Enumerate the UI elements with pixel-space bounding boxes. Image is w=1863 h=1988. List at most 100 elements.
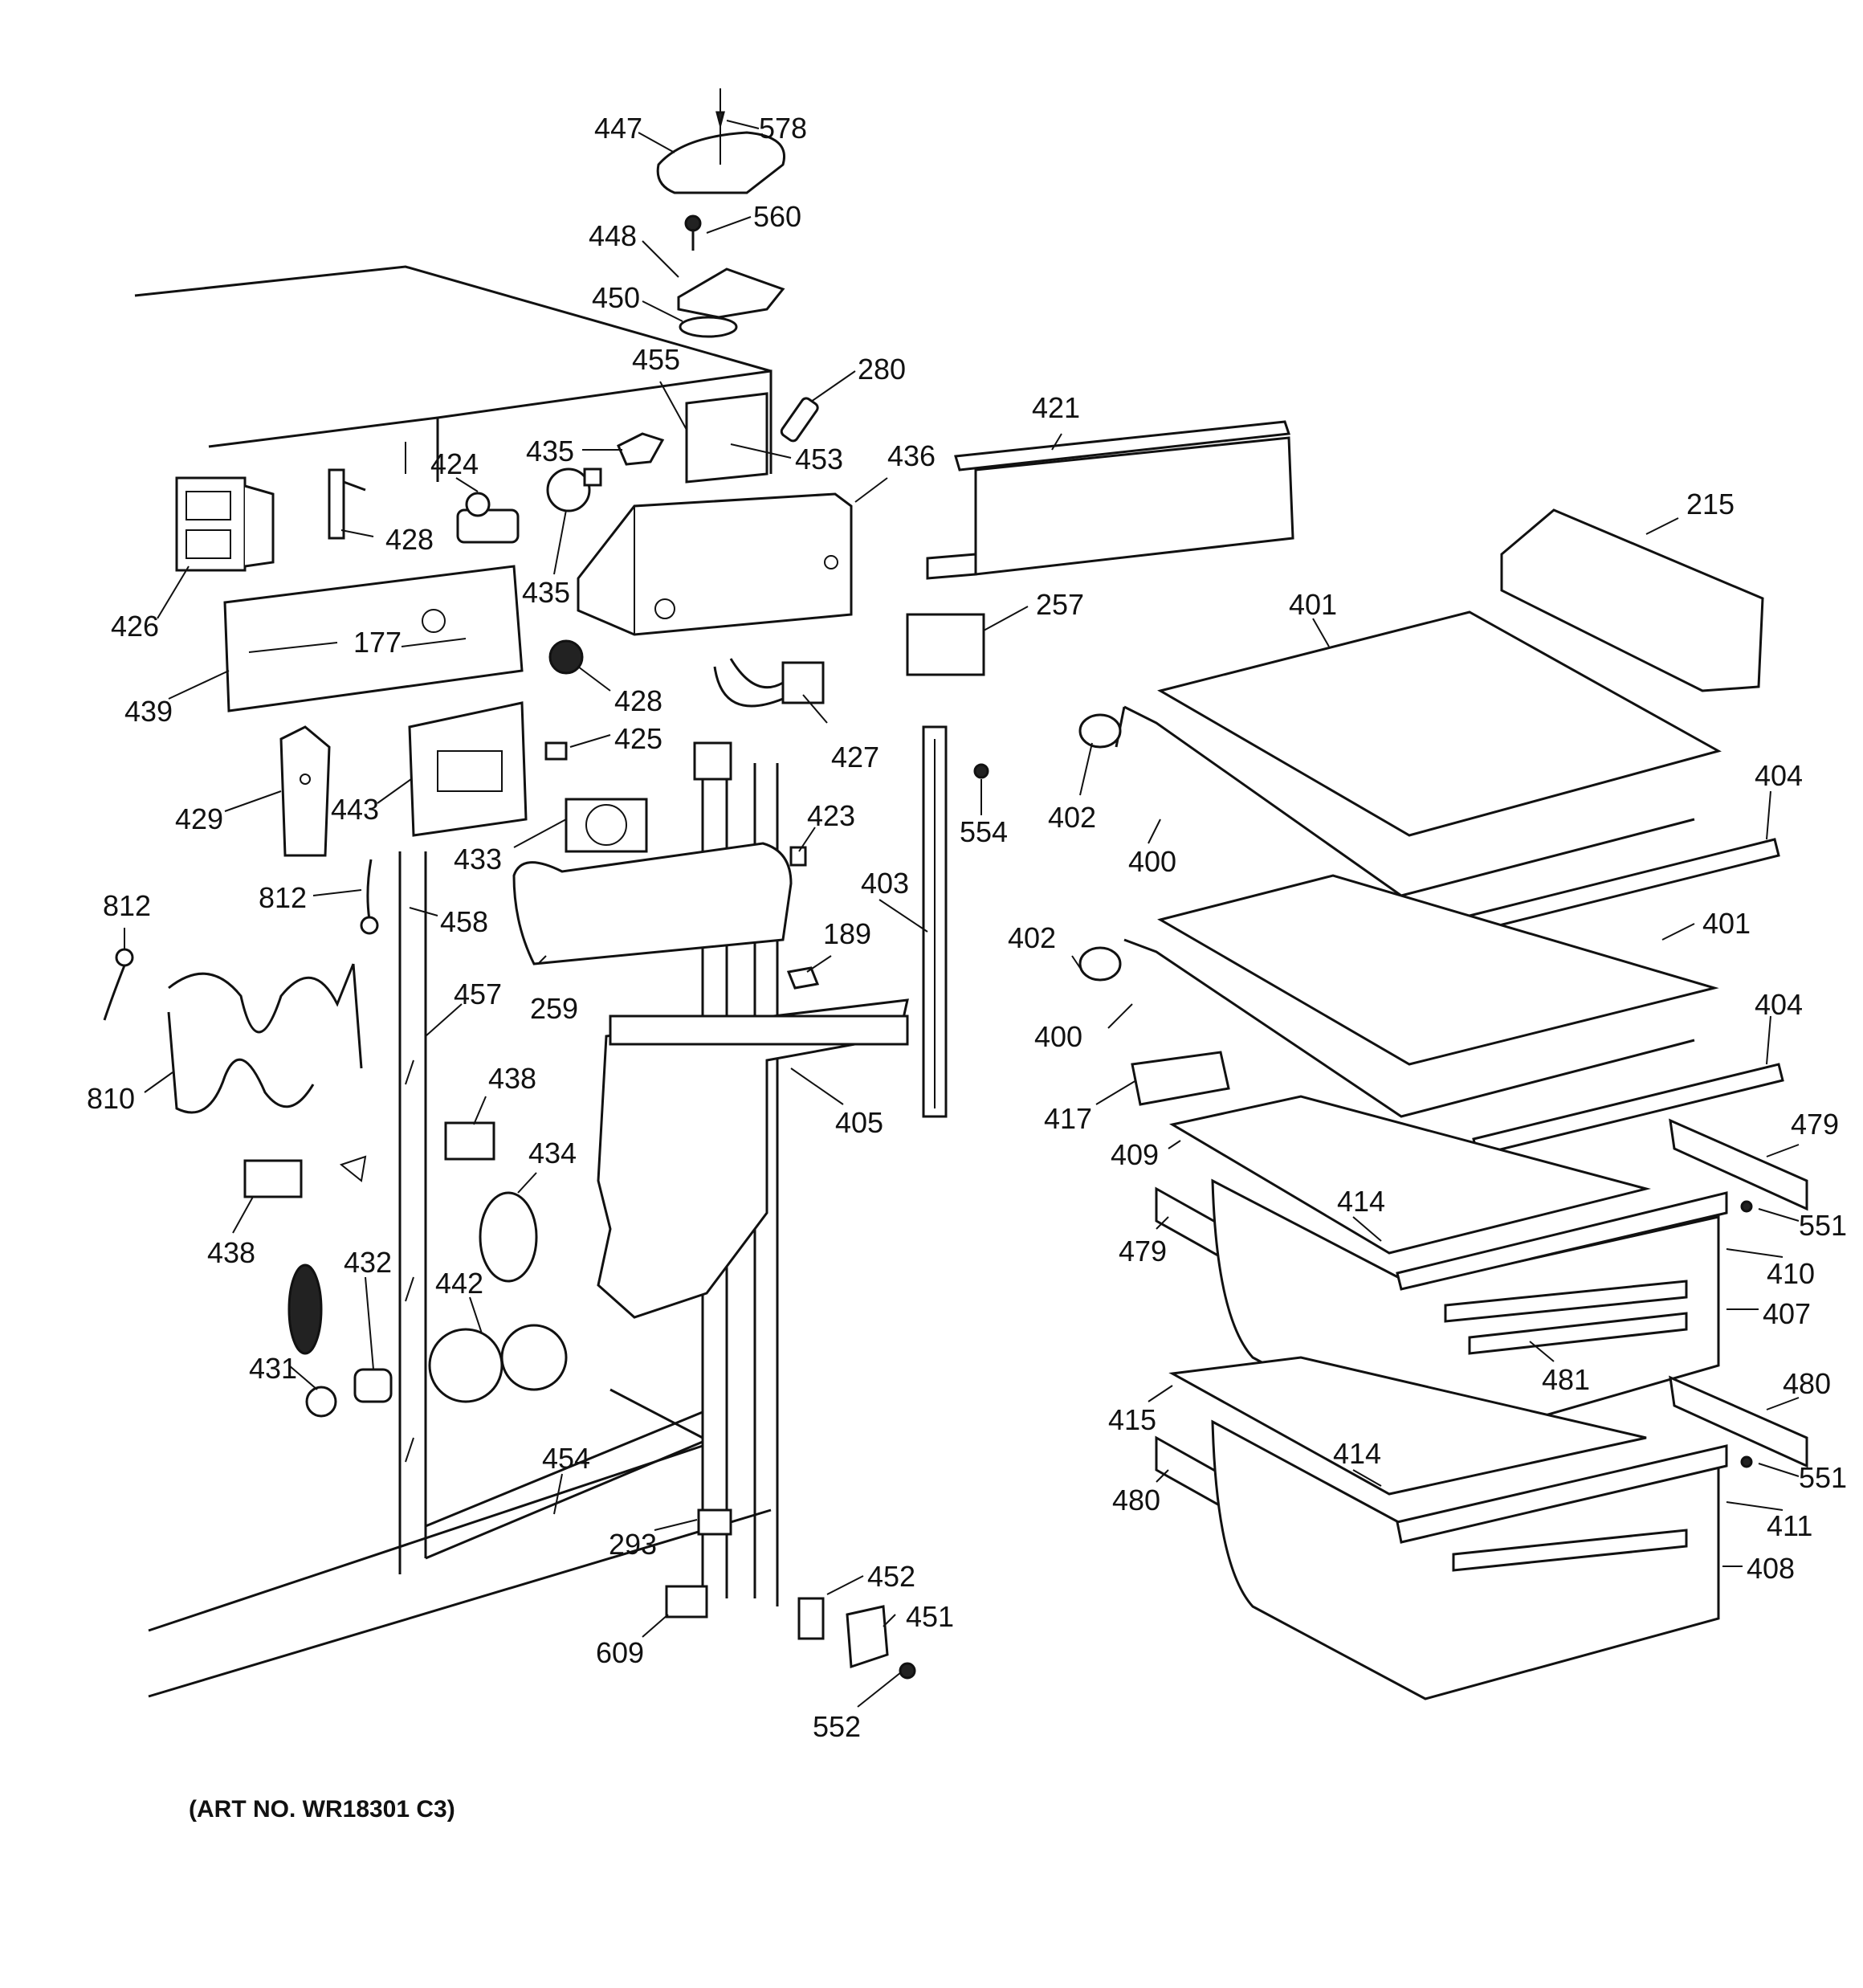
gear-428 bbox=[548, 639, 584, 675]
drawer-slide-479-right bbox=[1669, 1118, 1808, 1211]
drawer-408 bbox=[1211, 1419, 1728, 1700]
block-293 bbox=[697, 1508, 732, 1536]
wiring-harness-427 bbox=[693, 658, 825, 781]
label-438-lower: 438 bbox=[207, 1236, 255, 1269]
spacer-432 bbox=[353, 1368, 393, 1403]
bracket-448 bbox=[677, 267, 785, 319]
label-481: 481 bbox=[1542, 1363, 1590, 1396]
label-454: 454 bbox=[542, 1442, 590, 1475]
lens-453 bbox=[685, 392, 768, 484]
label-551-upper: 551 bbox=[1799, 1209, 1847, 1242]
art-number: (ART NO. WR18301 C3) bbox=[189, 1796, 455, 1823]
diffuser-405 bbox=[597, 998, 909, 1319]
label-447: 447 bbox=[594, 112, 642, 145]
label-560: 560 bbox=[753, 200, 801, 233]
screw-551a bbox=[1740, 1200, 1753, 1213]
label-280: 280 bbox=[858, 353, 906, 386]
bracket-443 bbox=[408, 701, 528, 837]
label-458: 458 bbox=[440, 905, 488, 938]
tube-812 bbox=[360, 859, 379, 935]
label-425: 425 bbox=[614, 722, 662, 755]
switch-428 bbox=[328, 468, 366, 540]
label-429: 429 bbox=[175, 802, 223, 835]
mounting-plate-439 bbox=[223, 565, 524, 712]
heater-810 bbox=[167, 963, 363, 1114]
drain-812 bbox=[103, 948, 134, 1021]
control-housing-436 bbox=[577, 492, 853, 636]
drawer-slide-480-right bbox=[1669, 1375, 1808, 1468]
bin-215 bbox=[1500, 508, 1764, 692]
support-402b bbox=[1078, 946, 1122, 982]
label-404-lower: 404 bbox=[1755, 988, 1803, 1021]
label-428-gear: 428 bbox=[614, 684, 662, 717]
label-408: 408 bbox=[1747, 1552, 1795, 1585]
label-403: 403 bbox=[861, 867, 909, 900]
label-421: 421 bbox=[1032, 391, 1080, 424]
cover-415 bbox=[1168, 1356, 1647, 1496]
label-410: 410 bbox=[1767, 1257, 1815, 1290]
label-480-right: 480 bbox=[1783, 1367, 1831, 1400]
clip-189 bbox=[786, 966, 820, 990]
label-479-right: 479 bbox=[1791, 1108, 1839, 1141]
plate-452 bbox=[797, 1597, 825, 1640]
fan-433 bbox=[565, 798, 648, 853]
screw-551b bbox=[1740, 1455, 1753, 1468]
label-552: 552 bbox=[813, 1710, 861, 1743]
label-443: 443 bbox=[331, 793, 379, 826]
label-404-upper: 404 bbox=[1755, 759, 1803, 792]
label-409: 409 bbox=[1111, 1138, 1159, 1171]
nut-431 bbox=[305, 1386, 337, 1418]
label-448: 448 bbox=[589, 219, 637, 252]
label-438-upper: 438 bbox=[488, 1062, 536, 1095]
label-427: 427 bbox=[831, 741, 879, 774]
label-259: 259 bbox=[530, 992, 578, 1025]
label-402-lower: 402 bbox=[1008, 921, 1056, 954]
label-423: 423 bbox=[807, 799, 855, 832]
rail-403 bbox=[922, 725, 948, 1118]
leader-lines bbox=[124, 120, 1800, 1708]
label-400-lower: 400 bbox=[1034, 1020, 1082, 1053]
bracket-429 bbox=[279, 725, 331, 857]
label-457: 457 bbox=[454, 978, 502, 1010]
screw-552 bbox=[899, 1662, 916, 1680]
label-177: 177 bbox=[353, 626, 402, 659]
label-426: 426 bbox=[111, 610, 159, 643]
label-257: 257 bbox=[1036, 588, 1084, 621]
label-402-upper: 402 bbox=[1048, 801, 1096, 834]
label-436: 436 bbox=[887, 439, 936, 472]
thermostat-257 bbox=[906, 613, 985, 676]
label-414-upper: 414 bbox=[1337, 1185, 1385, 1218]
bulb-435 bbox=[546, 467, 602, 512]
block-438-lower bbox=[243, 1155, 367, 1198]
label-450: 450 bbox=[592, 281, 640, 314]
label-401-lower: 401 bbox=[1702, 907, 1751, 940]
label-812-tube: 812 bbox=[259, 881, 307, 914]
shelf-glass-401b bbox=[1157, 874, 1719, 1066]
block-609 bbox=[665, 1585, 708, 1619]
part-labels: 447 578 560 448 450 455 280 435 453 436 … bbox=[87, 112, 1847, 1743]
socket-435 bbox=[617, 432, 665, 466]
label-551-lower: 551 bbox=[1799, 1461, 1847, 1494]
label-554: 554 bbox=[960, 815, 1008, 848]
label-293: 293 bbox=[609, 1528, 657, 1561]
screw-578 bbox=[715, 111, 725, 129]
label-433: 433 bbox=[454, 843, 502, 876]
light-housing-426 bbox=[175, 476, 275, 572]
gasket-450 bbox=[679, 316, 738, 338]
cover-409 bbox=[1168, 1095, 1651, 1255]
screw-560 bbox=[684, 214, 702, 251]
clip-280 bbox=[780, 397, 819, 443]
label-400-upper: 400 bbox=[1128, 845, 1176, 878]
label-435-socket: 435 bbox=[526, 435, 574, 467]
label-417: 417 bbox=[1044, 1102, 1092, 1135]
rail-417 bbox=[1131, 1051, 1230, 1106]
label-451: 451 bbox=[906, 1600, 954, 1633]
screw-554 bbox=[973, 763, 989, 779]
label-415: 415 bbox=[1108, 1403, 1156, 1436]
shelf-glass-401a bbox=[1157, 610, 1722, 837]
shelf-frame-400b bbox=[1123, 938, 1695, 1118]
damper-442 bbox=[428, 1324, 568, 1403]
hinge-451 bbox=[846, 1605, 889, 1669]
control-424 bbox=[456, 492, 520, 544]
